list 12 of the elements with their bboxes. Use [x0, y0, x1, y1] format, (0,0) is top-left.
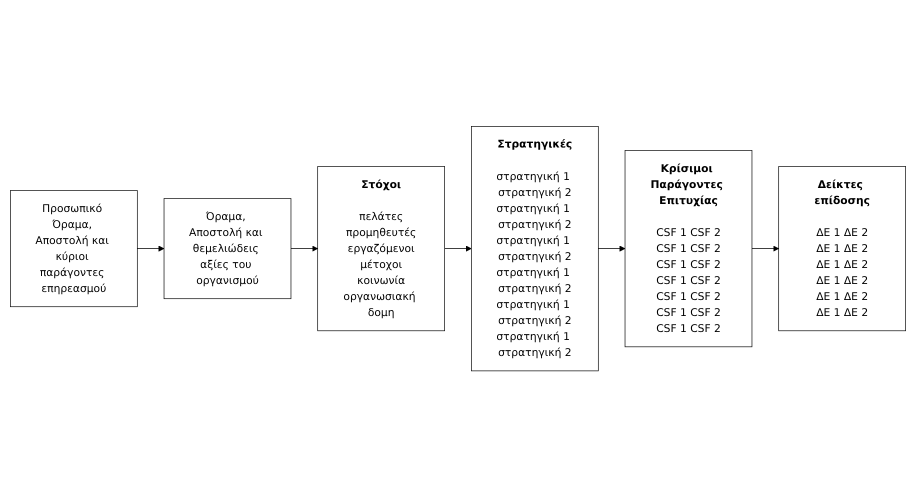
node-box	[317, 166, 445, 332]
arrow	[444, 246, 472, 252]
node-box	[471, 126, 599, 372]
arrow	[752, 246, 779, 252]
node-box	[164, 198, 292, 299]
node-box	[10, 190, 138, 307]
flowchart: Προσωπικό Όραμα, Αποστολή και κύριοι παράγοντες επηρεασμού Όραμα, Αποστολή και θεμελιώδεις αξίες του οργανισμού Στόχοι πελάτες προμηθευτές εργαζόμενοι μέτοχοι κοινωνία οργανωσιακή δομη Στρατηγικές στρατηγική 1 στρατηγική 2 στρατηγική 1 στρατηγική 2 στρατηγική 1 στρατηγική 2 στρατηγική 1 στρατηγική 2 στρατηγική 1 στρατηγική 2 στρατηγική 1 στρατηγική 2 Κρίσιμοι Παράγοντες Επιτυχίας CSF 1 CSF 2 CSF 1 CSF 2 CSF 1 CSF 2 CSF 1 CSF 2 CSF 1 CSF 2 CSF 1 CSF 2 CSF 1 CSF 2 Δείκτες επίδοσης ΔΕ 1 ΔΕ 2 ΔΕ 1 ΔΕ 2 ΔΕ 1 ΔΕ 2 ΔΕ 1 ΔΕ 2 ΔΕ 1 ΔΕ 2 ΔΕ 1 ΔΕ 2	[5, 120, 911, 376]
arrow	[136, 246, 164, 252]
arrow	[290, 246, 318, 252]
arrow	[598, 246, 626, 252]
node-box	[624, 150, 752, 348]
node-box	[778, 166, 906, 332]
